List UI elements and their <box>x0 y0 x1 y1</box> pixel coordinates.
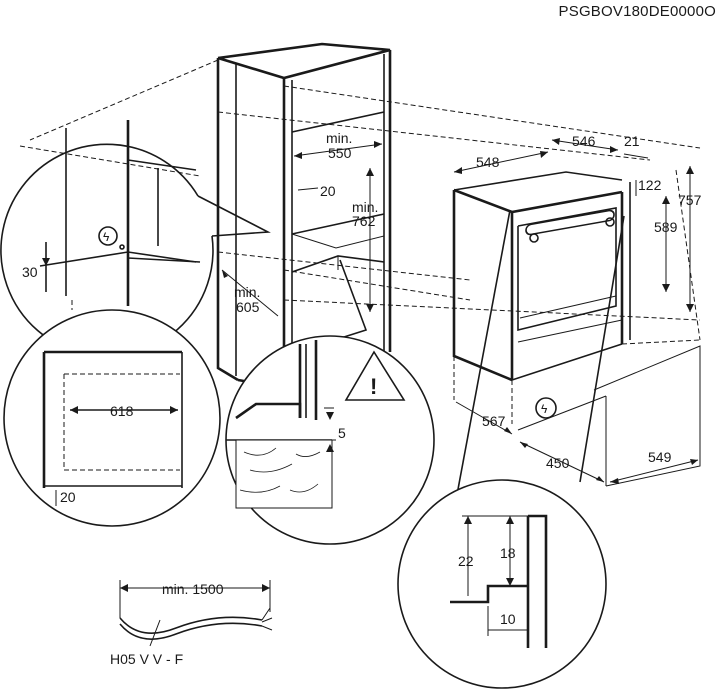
cable-type: H05 V V - F <box>110 651 183 667</box>
cab-min-height-value: 762 <box>352 213 376 229</box>
detail-socket: 30 ϟ <box>0 120 271 358</box>
power-cable: min. 1500 H05 V V - F <box>110 580 273 667</box>
svg-text:ϟ: ϟ <box>541 402 548 416</box>
cab-min-width-value: 550 <box>328 145 352 161</box>
oven-dimensions: 548 546 21 757 122 589 567 450 549 <box>453 133 702 484</box>
oven-base-width-value: 450 <box>546 455 570 471</box>
cab-gap-value: 20 <box>320 183 336 199</box>
cab-min-width-label: min. <box>326 130 352 146</box>
oven-height-value: 757 <box>678 192 702 208</box>
cabinet-dimensions: min. 550 20 min. 762 min. 605 <box>221 130 383 317</box>
detail-h1-value: 22 <box>458 553 474 569</box>
cable-min-length: min. 1500 <box>162 581 224 597</box>
cab-min-height-label: min. <box>352 199 378 215</box>
detail-width: 618 20 <box>3 309 221 527</box>
detail-width-value: 618 <box>110 403 134 419</box>
oven-base-total-value: 549 <box>648 449 672 465</box>
oven-inner-height-value: 589 <box>654 219 678 235</box>
oven-width-value: 548 <box>476 154 500 170</box>
reference-code: PSGBOV180DE0000O <box>559 3 716 20</box>
detail-base: 22 18 10 <box>397 209 625 689</box>
oven-base-depth-value: 567 <box>482 413 506 429</box>
detail-h2-value: 18 <box>500 545 516 561</box>
cab-min-depth-value: 605 <box>236 299 260 315</box>
detail-w-value: 10 <box>500 611 516 627</box>
detail-step: 5 ! <box>225 259 435 545</box>
oven-panel-value: 122 <box>638 177 662 193</box>
oven-drawing: ϟ <box>452 169 701 487</box>
detail-step-value: 5 <box>338 425 346 441</box>
oven-depth-top-value: 546 <box>572 133 596 149</box>
svg-text:ϟ: ϟ <box>103 230 110 244</box>
socket-height-value: 30 <box>22 264 38 280</box>
svg-text:!: ! <box>370 374 377 399</box>
oven-front-value: 21 <box>624 133 640 149</box>
cab-min-depth-label: min. <box>234 284 260 300</box>
detail-gap-value: 20 <box>60 489 76 505</box>
